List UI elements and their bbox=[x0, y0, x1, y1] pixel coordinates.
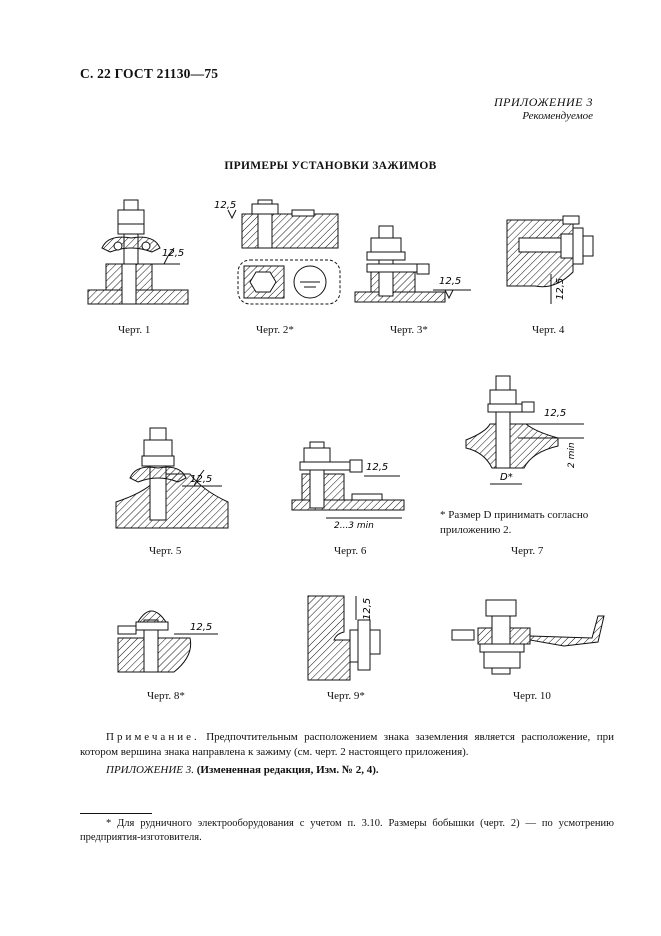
amendment-ref: ПРИЛОЖЕНИЕ 3. bbox=[106, 764, 194, 776]
figure-5-roughness: 12,5 bbox=[190, 474, 212, 485]
figure-7-footnote: * Размер D принимать согласно приложению… bbox=[440, 509, 589, 536]
figure-8-caption: Черт. 8* bbox=[147, 690, 185, 702]
figure-9-caption: Черт. 9* bbox=[327, 690, 365, 702]
figure-6-dimension: 2...3 min bbox=[334, 521, 374, 531]
figure-2-drawing: 12,5 bbox=[214, 199, 341, 305]
figure-10-drawing bbox=[451, 599, 605, 675]
figure-9-drawing: 12,5 bbox=[307, 595, 381, 681]
appendix-subtitle: Рекомендуемое bbox=[522, 110, 593, 122]
footnote-text: * Для рудничного электрооборудования с у… bbox=[80, 818, 614, 843]
figure-7-dimension: 2 min bbox=[567, 442, 577, 468]
note-text: Предпочтительным расположением знака заз… bbox=[80, 731, 615, 758]
figure-7-caption: Черт. 7 bbox=[511, 545, 544, 557]
figure-6-roughness: 12,5 bbox=[366, 462, 388, 473]
note-lead: Примечание. bbox=[106, 731, 200, 743]
figure-1-caption: Черт. 1 bbox=[118, 324, 151, 336]
figure-4-roughness: 12,5 bbox=[555, 278, 566, 300]
figure-7-drawing: 12,5 2 min D* bbox=[465, 375, 584, 485]
appendix-label: ПРИЛОЖЕНИЕ 3 Рекомендуемое bbox=[494, 95, 593, 122]
amendment-text: (Измененная редакция, Изм. № 2, 4). bbox=[196, 764, 379, 776]
figure-2-roughness: 12,5 bbox=[214, 200, 236, 211]
figure-7-diameter: D* bbox=[500, 472, 513, 483]
figure-1-drawing: 12,5 bbox=[87, 199, 189, 305]
section-title: ПРИМЕРЫ УСТАНОВКИ ЗАЖИМОВ bbox=[224, 160, 437, 172]
figure-2-caption: Черт. 2* bbox=[256, 324, 294, 336]
figure-6-caption: Черт. 6 bbox=[334, 545, 367, 557]
figure-5-caption: Черт. 5 bbox=[149, 545, 182, 557]
figure-9-roughness: 12,5 bbox=[362, 598, 373, 620]
figure-5-drawing: 12,5 bbox=[115, 427, 229, 529]
figure-10-caption: Черт. 10 bbox=[513, 690, 551, 702]
page-header: С. 22 ГОСТ 21130—75 bbox=[80, 66, 219, 81]
figure-4-drawing: 12,5 bbox=[506, 215, 594, 304]
figure-7-roughness: 12,5 bbox=[544, 408, 566, 419]
figure-4-caption: Черт. 4 bbox=[532, 324, 565, 336]
figure-8-drawing: 12,5 bbox=[117, 610, 218, 673]
figure-8-roughness: 12,5 bbox=[190, 622, 212, 633]
amendment-line: ПРИЛОЖЕНИЕ 3. (Измененная редакция, Изм.… bbox=[106, 764, 379, 776]
figure-3-drawing: 12,5 bbox=[354, 225, 471, 303]
note-paragraph: Примечание. Предпочтительным расположени… bbox=[80, 730, 614, 760]
footnote-separator bbox=[80, 813, 152, 814]
figure-1-roughness: 12,5 bbox=[162, 248, 184, 259]
figure-3-caption: Черт. 3* bbox=[390, 324, 428, 336]
figure-6-drawing: 12,5 2...3 min bbox=[291, 441, 405, 531]
figure-3-roughness: 12,5 bbox=[439, 276, 461, 287]
appendix-title: ПРИЛОЖЕНИЕ 3 bbox=[494, 95, 593, 109]
